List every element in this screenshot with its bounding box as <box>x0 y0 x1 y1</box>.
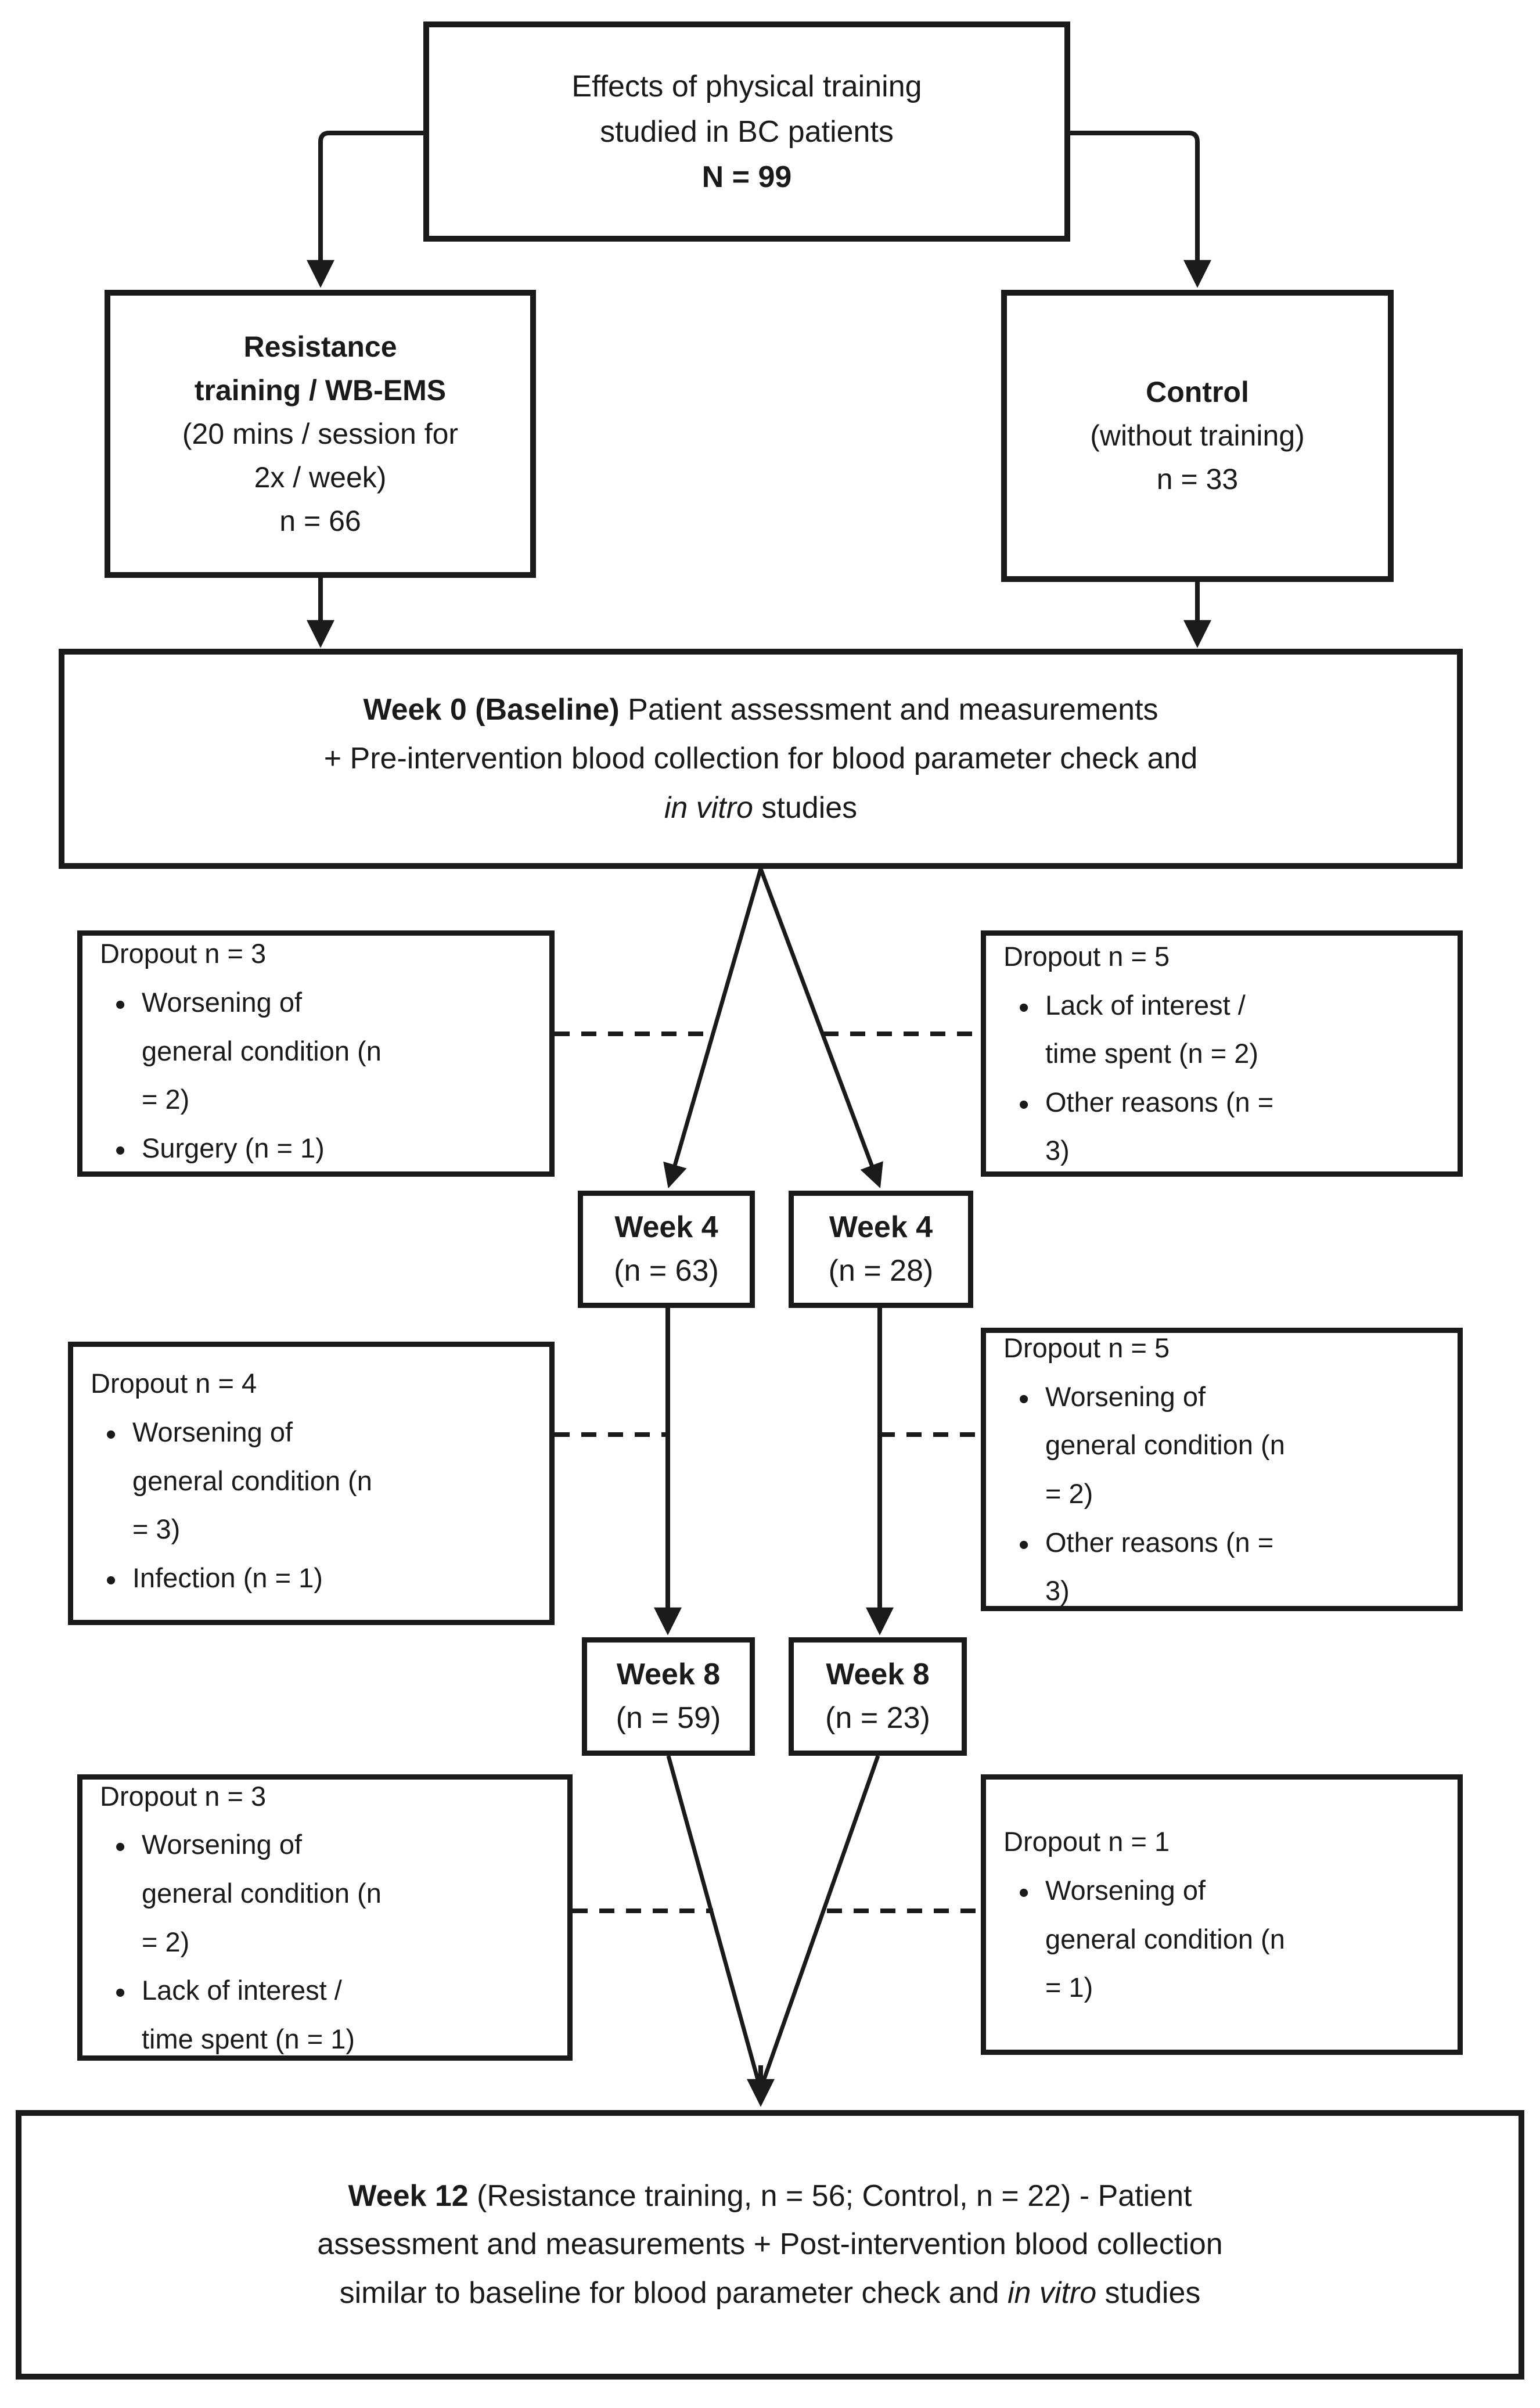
dropout-list: • Worsening of general condition (n = 3)… <box>91 1408 538 1608</box>
resistance-sub-line2: 2x / week) <box>254 461 387 494</box>
week12-line1-rest: (Resistance training, n = 56; Control, n… <box>468 2179 1192 2213</box>
resistance-sub-line1: (20 mins / session for <box>182 417 459 450</box>
bullet-icon: • <box>106 1564 117 1598</box>
week8-control-box: Week 8 (n = 23) <box>789 1637 967 1756</box>
week0-line2: + Pre-intervention blood collection for … <box>323 742 1198 776</box>
week0-line3-rest: studies <box>753 790 858 825</box>
dropout-title: Dropout n = 5 <box>1003 1332 1170 1364</box>
dropout-item: • Worsening of general condition (n = 2) <box>1003 1372 1446 1518</box>
dropout-title: Dropout n = 3 <box>100 938 267 969</box>
arrow-top-to-resistance <box>307 131 423 288</box>
dropout-item: • Worsening of general condition (n = 3) <box>91 1408 538 1554</box>
week0-invitro: in vitro <box>664 790 753 825</box>
week0-baseline-box: Week 0 (Baseline) Patient assessment and… <box>59 649 1463 869</box>
dropout-item: • Lack of interest / time spent (n = 2) <box>1003 981 1446 1078</box>
week8-right-n: (n = 23) <box>825 1701 930 1735</box>
dropout-item: • Surgery (n = 1) <box>100 1124 538 1178</box>
dropout-box-week12-left: Dropout n = 3 • Worsening of general con… <box>77 1774 573 2061</box>
week4-right-n: (n = 28) <box>828 1254 934 1288</box>
week8-right-title: Week 8 <box>826 1657 930 1691</box>
dropout-item: • Worsening of general condition (n = 2) <box>100 978 538 1124</box>
dropout-box-week4-left: Dropout n = 3 • Worsening of general con… <box>77 930 555 1177</box>
dropout-title: Dropout n = 3 <box>100 1780 267 1812</box>
dropout-item: • Worsening of general condition (n = 2) <box>100 1820 556 1966</box>
bullet-icon: • <box>1019 990 1030 1025</box>
dropout-item: • Other reasons (n = 3) <box>1003 1078 1446 1175</box>
dropout-box-week4-right: Dropout n = 5 • Lack of interest / time … <box>981 930 1463 1177</box>
week0-label: Week 0 (Baseline) <box>363 693 620 727</box>
arrow-week0-to-week4-right <box>758 868 883 1188</box>
week4-left-n: (n = 63) <box>614 1254 719 1288</box>
dropout-item: • Worsening of general condition (n = 1) <box>1003 1866 1446 2012</box>
resistance-title-line1: Resistance <box>243 330 397 363</box>
dropout-box-week8-left: Dropout n = 4 • Worsening of general con… <box>68 1342 555 1625</box>
line-week8-left-to-week12 <box>666 1755 761 2084</box>
week12-line3-pre: similar to baseline for blood parameter … <box>339 2276 1008 2310</box>
bullet-icon: • <box>115 988 126 1022</box>
bullet-icon: • <box>115 1976 126 2010</box>
week12-line3: similar to baseline for blood parameter … <box>340 2269 1201 2317</box>
bullet-icon: • <box>106 1418 117 1452</box>
dropout-list: • Worsening of general condition (n = 2)… <box>1003 1372 1446 1615</box>
study-title-line1: Effects of physical training <box>571 69 922 103</box>
dropout-title: Dropout n = 4 <box>91 1368 257 1399</box>
arrow-top-to-control <box>1070 131 1211 288</box>
dropout-item: • Lack of interest / time spent (n = 1) <box>100 1966 556 2063</box>
week12-line2: assessment and measurements + Post-inter… <box>317 2227 1223 2262</box>
week4-right-title: Week 4 <box>829 1210 933 1244</box>
week0-line1-rest: Patient assessment and measurements <box>619 693 1158 727</box>
bullet-icon: • <box>1019 1875 1030 1910</box>
week8-resistance-box: Week 8 (n = 59) <box>582 1637 755 1756</box>
study-title-line2: studied in BC patients <box>600 114 894 149</box>
study-title-box: Effects of physical training studied in … <box>423 21 1070 242</box>
arrow-week0-to-week4-left <box>663 868 763 1189</box>
bullet-icon: • <box>1019 1087 1030 1122</box>
resistance-group-box: Resistance training / WB-EMS (20 mins / … <box>105 290 536 578</box>
control-sub-line1: (without training) <box>1090 419 1305 452</box>
week12-invitro: in vitro <box>1008 2276 1097 2310</box>
week8-left-n: (n = 59) <box>616 1701 721 1735</box>
bullet-icon: • <box>1019 1382 1030 1416</box>
control-group-box: Control (without training) n = 33 <box>1001 290 1394 582</box>
dropout-item: • Other reasons (n = 3) <box>1003 1518 1446 1615</box>
week4-left-title: Week 4 <box>614 1210 718 1244</box>
control-n: n = 33 <box>1156 463 1239 495</box>
dropout-title: Dropout n = 1 <box>1003 1826 1170 1857</box>
week12-label: Week 12 <box>348 2179 469 2213</box>
week12-line3-post: studies <box>1096 2276 1201 2310</box>
line-week8-right-to-week12 <box>760 1755 880 2085</box>
dropout-list: • Lack of interest / time spent (n = 2) … <box>1003 981 1446 1176</box>
dropout-box-week12-right: Dropout n = 1 • Worsening of general con… <box>981 1774 1463 2055</box>
dropout-item: • Infection (n = 1) <box>91 1554 538 1608</box>
bullet-icon: • <box>115 1830 126 1864</box>
week12-line1: Week 12 (Resistance training, n = 56; Co… <box>348 2172 1192 2220</box>
dropout-box-week8-right: Dropout n = 5 • Worsening of general con… <box>981 1328 1463 1611</box>
dropout-title: Dropout n = 5 <box>1003 940 1170 972</box>
resistance-title-line2: training / WB-EMS <box>194 373 447 407</box>
week8-left-title: Week 8 <box>616 1657 721 1691</box>
dropout-list: • Worsening of general condition (n = 2)… <box>100 1820 556 2063</box>
dropout-list: • Worsening of general condition (n = 1) <box>1003 1866 1446 2012</box>
control-title: Control <box>1146 376 1249 408</box>
bullet-icon: • <box>1019 1528 1030 1562</box>
resistance-n: n = 66 <box>279 504 361 537</box>
week4-resistance-box: Week 4 (n = 63) <box>578 1191 755 1308</box>
bullet-icon: • <box>115 1134 126 1168</box>
week4-control-box: Week 4 (n = 28) <box>789 1191 973 1308</box>
week0-line3: in vitro studies <box>664 784 857 832</box>
week0-line1: Week 0 (Baseline) Patient assessment and… <box>363 685 1158 734</box>
dropout-list: • Worsening of general condition (n = 2)… <box>100 978 538 1178</box>
week12-final-box: Week 12 (Resistance training, n = 56; Co… <box>16 2110 1524 2380</box>
study-total-n: N = 99 <box>701 160 792 194</box>
